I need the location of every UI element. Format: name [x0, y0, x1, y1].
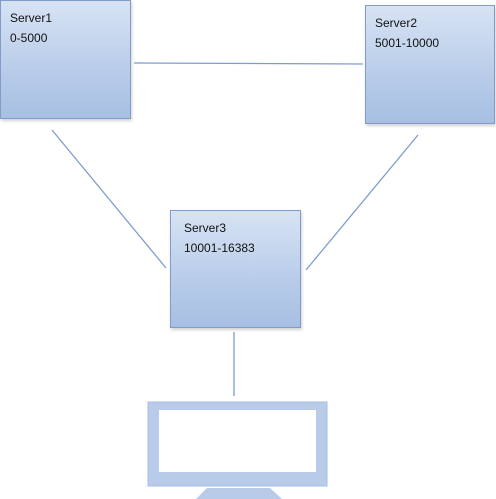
connector-server2-server3 [305, 134, 419, 271]
server1-node: Server1 0-5000 [0, 0, 131, 119]
server2-name: Server2 [375, 16, 418, 30]
server3-slot-range: 10001-16383 [184, 241, 255, 255]
server3-name: Server3 [184, 221, 227, 235]
server2-slot-range: 5001-10000 [375, 36, 440, 50]
server1-name: Server1 [10, 11, 53, 25]
server3-node: Server3 10001-16383 [170, 210, 301, 328]
server1-slot-range: 0-5000 [10, 31, 48, 45]
server2-node: Server2 5001-10000 [365, 5, 495, 124]
connector-server1-server3 [51, 129, 167, 269]
connector-server1-server2 [133, 62, 364, 65]
